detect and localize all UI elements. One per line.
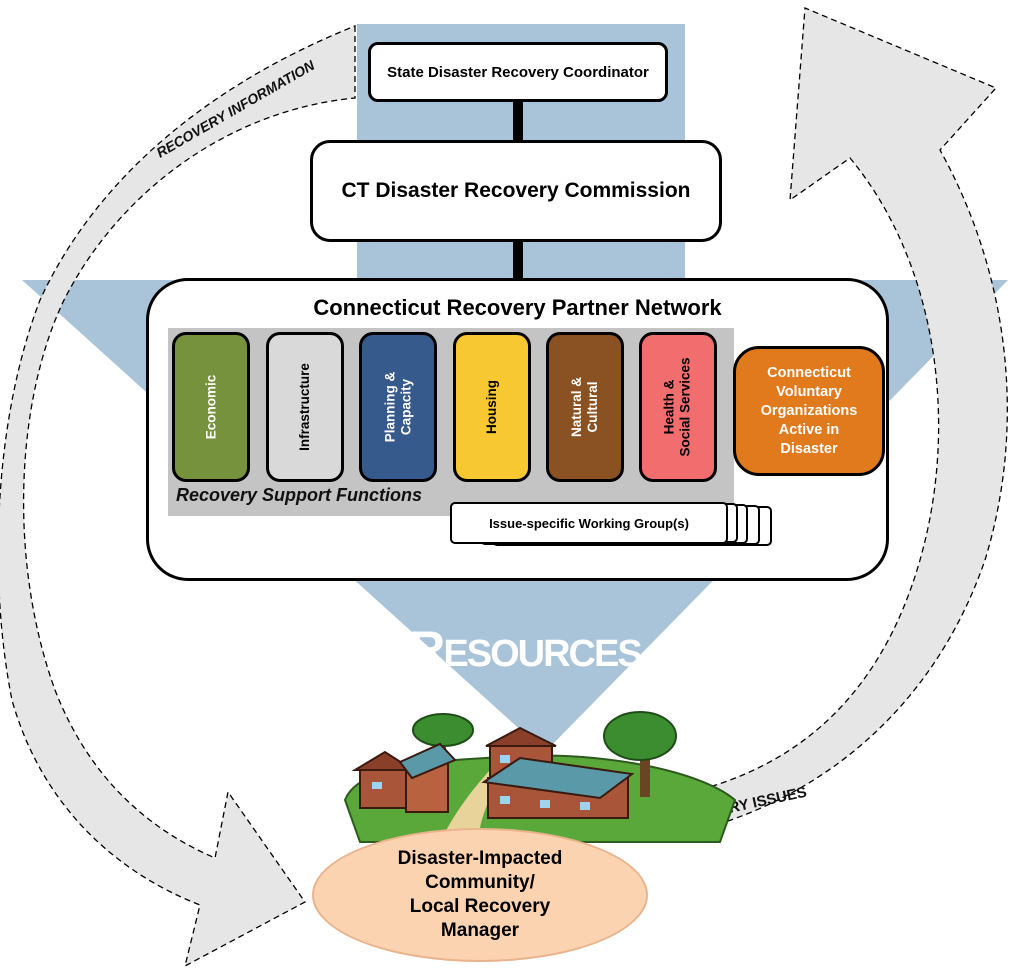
working-group-label: Issue-specific Working Group(s) — [489, 515, 689, 531]
state-coordinator-box: State Disaster Recovery Coordinator — [368, 42, 668, 102]
connector-bottom — [513, 240, 523, 282]
partner-network-title: Connecticut Recovery Partner Network — [313, 295, 722, 320]
working-group-box: Issue-specific Working Group(s) — [450, 502, 728, 544]
recovery-commission-box: CT Disaster Recovery Commission — [310, 140, 722, 242]
state-coordinator-label: State Disaster Recovery Coordinator — [387, 63, 649, 81]
community-label: Disaster-Impacted Community/ Local Recov… — [397, 848, 563, 941]
rsf-box-housing: Housing — [453, 332, 531, 482]
tree-right — [603, 711, 677, 797]
connector-top — [513, 100, 523, 144]
rsf-box-health: Health & Social Services — [639, 332, 717, 482]
rsf-label: Health & Social Services — [662, 357, 694, 457]
village-illustration — [343, 711, 737, 843]
resources-label: RESOURCES — [380, 620, 670, 678]
voad-box: Connecticut Voluntary Organizations Acti… — [733, 346, 885, 476]
rsf-caption: Recovery Support Functions — [176, 485, 423, 505]
recovery-commission-label: CT Disaster Recovery Commission — [341, 179, 691, 202]
house-1 — [351, 742, 457, 813]
rsf-label: Planning & Capacity — [382, 371, 413, 443]
rsf-box-infrastructure: Infrastructure — [266, 332, 344, 482]
resources-rest: ESOURCES — [443, 633, 642, 675]
recovery-information-arrow — [0, 25, 356, 968]
resources-initial: R — [409, 621, 445, 677]
rsf-box-planning: Planning & Capacity — [359, 332, 437, 482]
rsf-box-economic: Economic — [172, 332, 250, 482]
rsf-label: Housing — [484, 380, 499, 434]
rsf-label: Economic — [202, 374, 218, 440]
recovery-issues-arrow — [639, 7, 1008, 843]
house-row — [481, 756, 635, 819]
voad-label: Connecticut Voluntary Organizations Acti… — [760, 364, 858, 457]
rsf-box-natural: Natural & Cultural — [546, 332, 624, 482]
rsf-label: Infrastructure — [297, 363, 312, 451]
rsf-label: Natural & Cultural — [568, 376, 600, 438]
community-ellipse: Disaster-Impacted Community/ Local Recov… — [312, 828, 648, 962]
